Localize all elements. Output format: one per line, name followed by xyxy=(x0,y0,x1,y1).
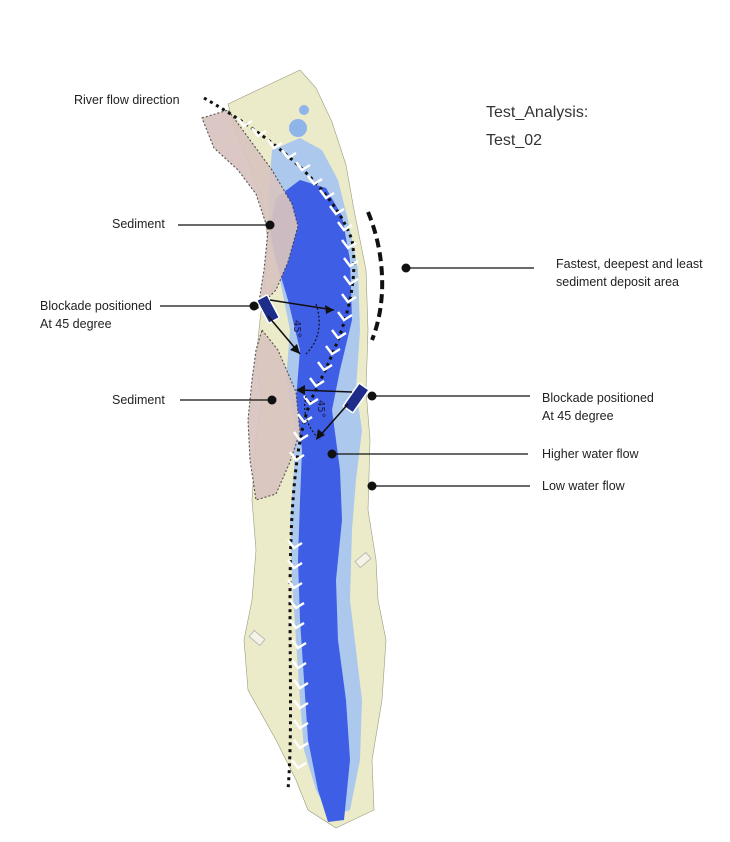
chevron-mark xyxy=(319,189,335,200)
marker-dot xyxy=(265,220,275,230)
chevron-mark xyxy=(287,539,303,550)
chevron-mark xyxy=(309,377,325,388)
title-line2: Test_02 xyxy=(486,132,543,149)
blockade-upper-group: 45° xyxy=(256,294,335,355)
water-drop xyxy=(299,105,309,115)
fastest-area-arc xyxy=(366,211,385,341)
label-sediment-top: Sediment xyxy=(112,217,165,231)
chevron-mark xyxy=(337,311,353,322)
chevron-mark xyxy=(293,679,309,690)
marker-dot xyxy=(267,395,277,405)
arrow-line xyxy=(297,389,353,393)
angle-label-lower: 45° xyxy=(315,400,326,418)
chevron-mark xyxy=(267,139,283,150)
arrow-head xyxy=(290,344,300,354)
arrow-line xyxy=(269,299,335,311)
marker-dot xyxy=(401,263,411,273)
chevron-mark xyxy=(289,599,305,610)
label-blockade-left-line2: At 45 degree xyxy=(40,317,112,331)
blockade-lower-group: 45° xyxy=(296,382,370,441)
label-sediment-bottom: Sediment xyxy=(112,393,165,407)
marker-dot xyxy=(249,301,259,311)
chevron-mark xyxy=(287,559,303,570)
chevron-mark xyxy=(289,451,305,462)
blockade-upper xyxy=(256,294,280,324)
chevron-mark xyxy=(343,257,359,268)
chevron-mark xyxy=(329,205,345,216)
arrow-head xyxy=(316,429,325,440)
label-fastest-line1: Fastest, deepest and least xyxy=(556,257,703,271)
label-blockade-right-line2: At 45 degree xyxy=(542,409,614,423)
chevron-mark xyxy=(291,759,307,770)
chevron-mark xyxy=(237,117,253,128)
title-line1: Test_Analysis: xyxy=(486,104,589,121)
leader-lines xyxy=(160,220,534,491)
chevron-mark xyxy=(293,431,309,442)
water-drop xyxy=(289,119,307,137)
flow-chevrons xyxy=(237,117,359,770)
sediment-region-upper xyxy=(201,109,299,310)
marker-dot xyxy=(327,449,337,459)
chevron-mark xyxy=(317,361,333,372)
chevron-mark xyxy=(293,719,309,730)
bank-fragment xyxy=(248,629,266,647)
chevron-mark xyxy=(281,149,297,160)
sediment-region-lower xyxy=(247,328,301,501)
label-river-flow-direction: River flow direction xyxy=(74,93,180,107)
blockade-lower xyxy=(342,382,370,414)
chevron-mark xyxy=(291,639,307,650)
arrow-head xyxy=(296,385,305,395)
chevron-mark xyxy=(295,161,311,172)
label-higher-water-flow: Higher water flow xyxy=(542,447,639,461)
angle-arc xyxy=(304,395,321,441)
chevron-mark xyxy=(341,239,357,250)
chevron-mark xyxy=(289,619,305,630)
chevron-mark xyxy=(293,699,309,710)
marker-dot xyxy=(367,481,377,491)
chevron-mark xyxy=(307,175,323,186)
deep-water-channel xyxy=(270,180,352,822)
arrow-line xyxy=(317,403,349,439)
chevron-mark xyxy=(287,579,303,590)
label-blockade-right-line1: Blockade positioned xyxy=(542,391,654,405)
chevron-mark xyxy=(291,659,307,670)
chevron-mark xyxy=(337,221,353,232)
chevron-mark xyxy=(343,275,359,286)
label-blockade-left-line1: Blockade positioned xyxy=(40,299,152,313)
angle-label-upper: 45° xyxy=(291,320,302,338)
chevron-mark xyxy=(325,345,341,356)
label-fastest-line2: sediment deposit area xyxy=(556,275,679,289)
chevron-mark xyxy=(341,293,357,304)
arrow-head xyxy=(325,305,334,314)
chevron-mark xyxy=(293,739,309,750)
chevron-mark xyxy=(297,413,313,424)
chevron-mark xyxy=(303,395,319,406)
chevron-mark xyxy=(331,329,347,340)
angle-arc xyxy=(305,303,320,355)
bank-fragment xyxy=(354,551,372,569)
chevron-mark xyxy=(251,127,267,138)
marker-dot xyxy=(367,391,377,401)
label-low-water-flow: Low water flow xyxy=(542,479,625,493)
